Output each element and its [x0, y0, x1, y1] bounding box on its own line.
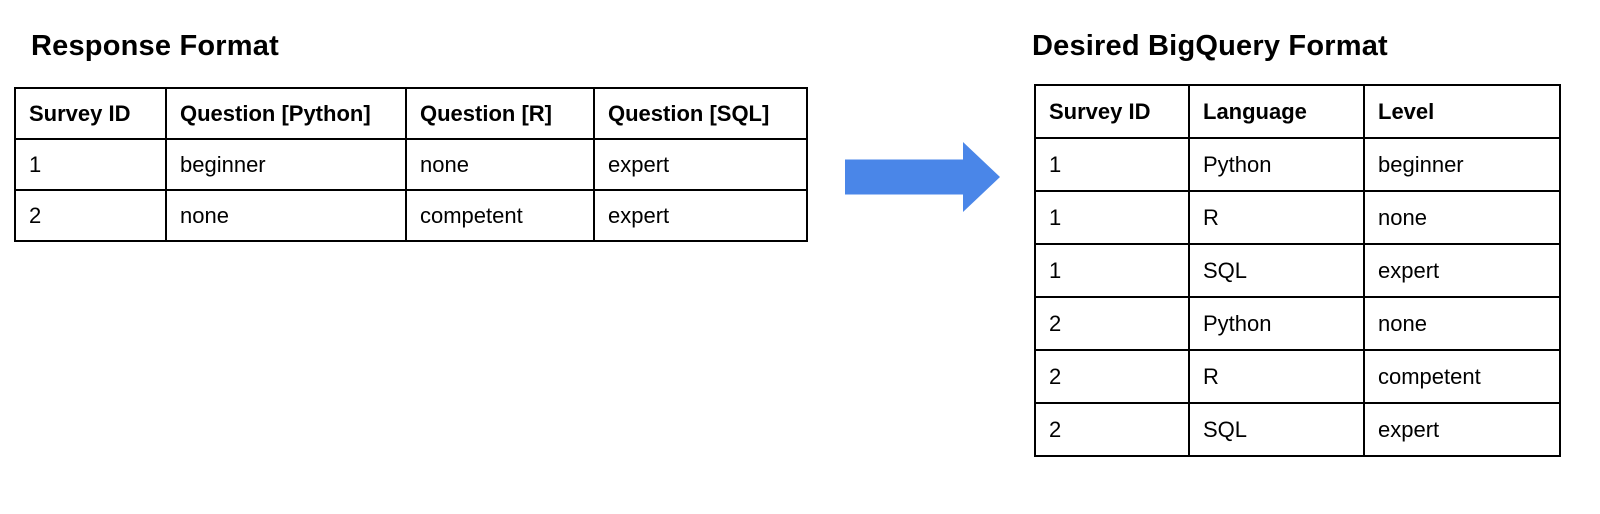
table-cell: 1	[1034, 243, 1190, 298]
table-cell: expert	[1363, 402, 1561, 457]
table-cell: beginner	[165, 138, 407, 191]
column-header: Question [SQL]	[593, 87, 808, 140]
table-cell: R	[1188, 349, 1365, 404]
table-cell: expert	[593, 138, 808, 191]
column-header: Question [Python]	[165, 87, 407, 140]
table-cell: competent	[405, 189, 595, 242]
table-cell: R	[1188, 190, 1365, 245]
bigquery-format-title: Desired BigQuery Format	[1032, 30, 1388, 62]
transform-arrow	[845, 142, 1000, 212]
table-cell: Python	[1188, 137, 1365, 192]
table-cell: 2	[14, 189, 167, 242]
column-header: Survey ID	[14, 87, 167, 140]
table-cell: 1	[14, 138, 167, 191]
table-cell: competent	[1363, 349, 1561, 404]
column-header: Language	[1188, 84, 1365, 139]
table-cell: 2	[1034, 402, 1190, 457]
column-header: Level	[1363, 84, 1561, 139]
table-cell: beginner	[1363, 137, 1561, 192]
table-cell: expert	[593, 189, 808, 242]
response-format-title: Response Format	[31, 30, 279, 62]
right-arrow-shape	[845, 142, 1000, 212]
table-cell: none	[1363, 296, 1561, 351]
column-header: Question [R]	[405, 87, 595, 140]
table-cell: none	[405, 138, 595, 191]
table-cell: 1	[1034, 190, 1190, 245]
column-header: Survey ID	[1034, 84, 1190, 139]
right-arrow-icon	[845, 142, 1000, 212]
table-cell: 2	[1034, 349, 1190, 404]
table-cell: Python	[1188, 296, 1365, 351]
table-cell: expert	[1363, 243, 1561, 298]
table-cell: none	[1363, 190, 1561, 245]
table-cell: none	[165, 189, 407, 242]
table-cell: SQL	[1188, 243, 1365, 298]
table-cell: 2	[1034, 296, 1190, 351]
table-cell: SQL	[1188, 402, 1365, 457]
table-cell: 1	[1034, 137, 1190, 192]
